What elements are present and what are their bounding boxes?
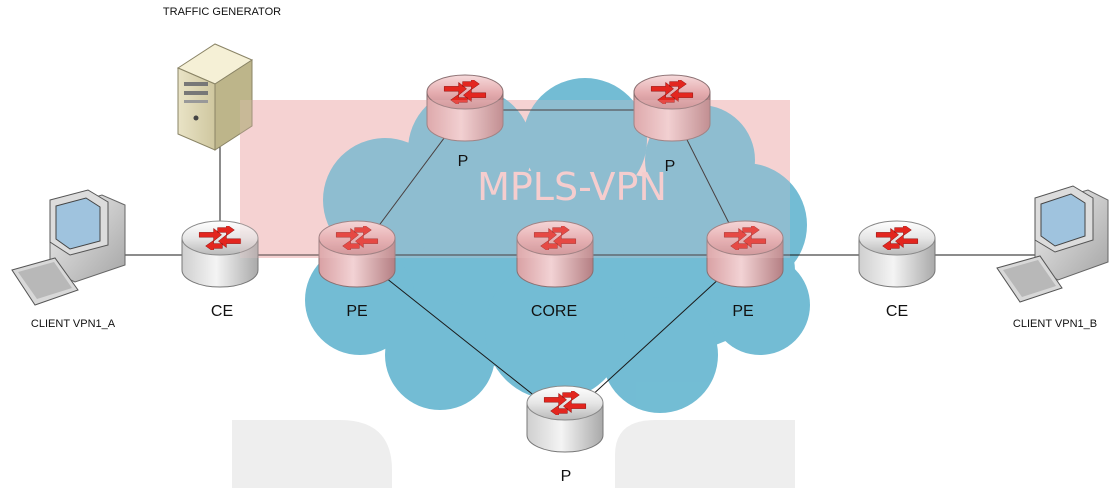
client-b-computer-icon	[996, 185, 1109, 303]
router-pe-left-icon	[318, 220, 396, 288]
watermark-overlay	[240, 100, 790, 258]
p-top-right-label: P	[664, 158, 676, 175]
router-pe-right-icon	[706, 220, 784, 288]
traffic-generator-label: TRAFFIC GENERATOR	[162, 6, 282, 18]
ce-right-label: CE	[885, 303, 909, 320]
mpls-cloud	[305, 78, 810, 413]
router-p-top-right-icon	[633, 74, 711, 142]
traffic-generator-server-icon	[176, 43, 254, 151]
client-b-label: CLIENT VPN1_B	[1012, 318, 1098, 330]
mpls-vpn-title: MPLS-VPN	[477, 165, 667, 209]
ce-left-label: CE	[210, 303, 234, 320]
p-top-left-label: P	[457, 153, 469, 170]
router-core-icon	[516, 220, 594, 288]
p-bottom-label: P	[560, 468, 572, 485]
router-p-top-left-icon	[426, 74, 504, 142]
client-a-computer-icon	[11, 189, 126, 306]
router-p-bottom-icon	[526, 385, 604, 453]
pe-left-label: PE	[346, 303, 368, 320]
pe-right-label: PE	[732, 303, 754, 320]
core-label: CORE	[530, 303, 578, 320]
router-ce-right-icon	[858, 220, 936, 288]
router-ce-left-icon	[181, 220, 259, 288]
client-a-label: CLIENT VPN1_A	[30, 318, 116, 330]
